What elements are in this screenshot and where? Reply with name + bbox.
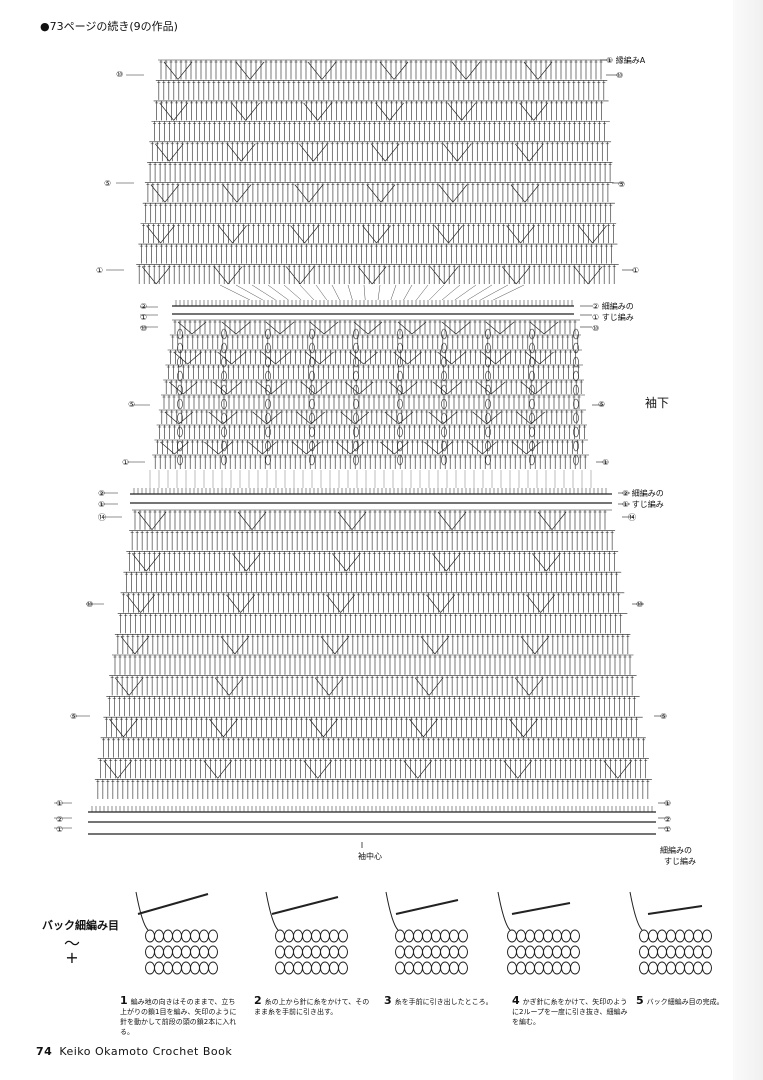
crochet-chart bbox=[54, 59, 670, 848]
label-row-5-left-top: ⑤ bbox=[104, 179, 112, 188]
label-row-1-left-low: ① bbox=[98, 500, 106, 509]
label-row-1-left-mid2: ① bbox=[122, 458, 130, 467]
label-row-10-right-mid: ⑩ bbox=[592, 324, 600, 333]
label-row-10-right-top: ⑩ bbox=[616, 71, 624, 80]
label-row-14-left: ⑭ bbox=[98, 513, 106, 522]
label-row-2-right-bot: ② bbox=[664, 815, 672, 824]
step-4-illustration bbox=[497, 891, 580, 975]
sc-back-loop-label-2: すじ編み bbox=[664, 857, 696, 866]
sleeve-underarm-label: 袖下 bbox=[645, 396, 670, 410]
label-row-2-left-low: ② bbox=[98, 489, 106, 498]
label-row-10-left-mid: ⑩ bbox=[140, 324, 148, 333]
label-sc-back-loop-2: ① すじ編み bbox=[592, 313, 634, 322]
label-sc-back-loop-4: ① すじ編み bbox=[622, 500, 664, 509]
label-row-5-right-top: ⑤ bbox=[618, 180, 626, 189]
page-footer: 74 Keiko Okamoto Crochet Book bbox=[36, 1045, 233, 1058]
label-row-5-right-bot: ⑤ bbox=[660, 712, 668, 721]
label-row-1-left-bot: ① bbox=[56, 799, 64, 808]
label-row-10-left-bot: ⑩ bbox=[86, 600, 94, 609]
label-sc-back-loop-1: ② 細編みの bbox=[592, 302, 634, 311]
label-row-1-right-mid: ① bbox=[602, 458, 610, 467]
label-edging-a: ① 縁編みA bbox=[606, 56, 646, 65]
page-header: ●73ページの続き(9の作品) bbox=[40, 20, 178, 33]
label-row-5-left-bot: ⑤ bbox=[70, 712, 78, 721]
label-row-5-left-mid: ⑤ bbox=[128, 400, 136, 409]
sc-back-loop-label-1: 細編みの bbox=[660, 846, 692, 855]
label-row-14-right: ⑭ bbox=[628, 513, 636, 522]
label-row-1-left-top: ① bbox=[96, 266, 104, 275]
label-row-1-right-bot: ① bbox=[664, 799, 672, 808]
label-row-1-left-mid: ① bbox=[140, 313, 148, 322]
technique-title: バック細編み目 bbox=[42, 919, 119, 932]
step-5-illustration bbox=[629, 891, 712, 975]
label-row-2-left-bot: ② bbox=[56, 815, 64, 824]
sleeve-center-label: 袖中心 bbox=[358, 852, 382, 861]
page-gutter-shadow bbox=[733, 0, 763, 1080]
label-row-2-left-mid: ② bbox=[140, 302, 148, 311]
label-row-5-right-mid: ⑤ bbox=[598, 400, 606, 409]
label-sc-back-loop-3: ② 細編みの bbox=[622, 489, 664, 498]
label-row-10-left-top: ⑩ bbox=[116, 70, 124, 79]
label-row-1b-right-bot: ① bbox=[664, 825, 672, 834]
step-2-illustration bbox=[265, 891, 348, 975]
step-1-illustration bbox=[135, 891, 218, 975]
label-row-10-right-bot: ⑩ bbox=[636, 600, 644, 609]
label-row-1-right-top: ① bbox=[632, 266, 640, 275]
step-3-illustration bbox=[385, 891, 468, 975]
reverse-sc-symbol: 〜 + bbox=[64, 934, 81, 967]
label-row-1b-left-bot: ① bbox=[56, 825, 64, 834]
